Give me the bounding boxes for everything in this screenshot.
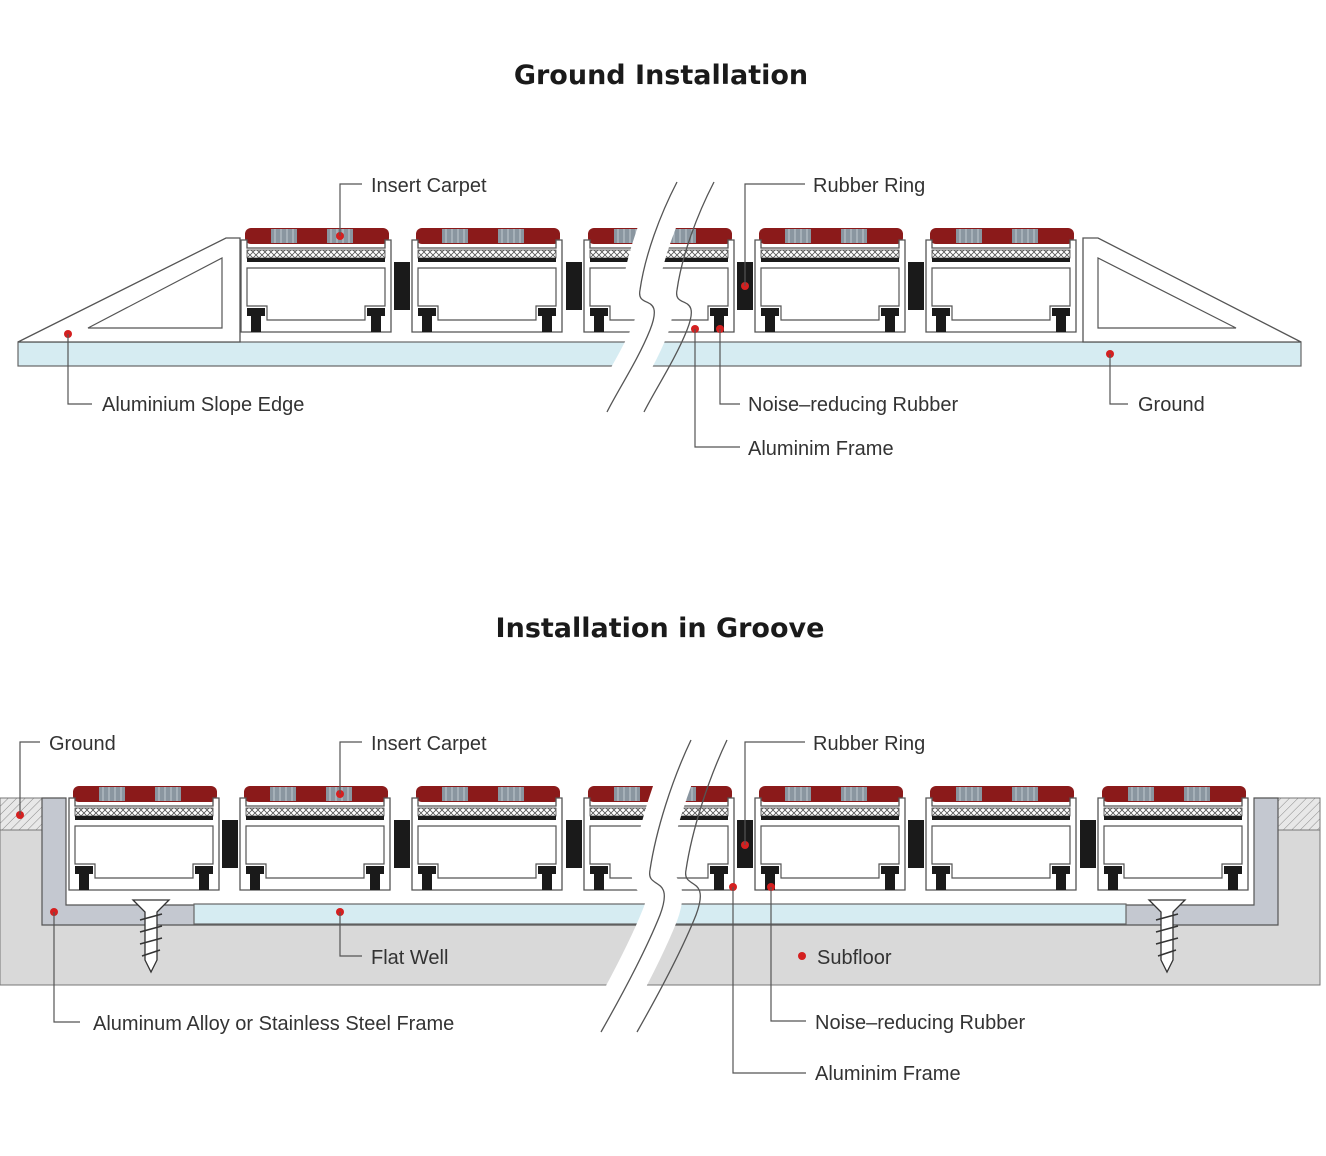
label-frame-2: Aluminim Frame	[815, 1063, 961, 1085]
label-outer-frame: Aluminum Alloy or Stainless Steel Frame	[93, 1013, 454, 1035]
right-slope-edge	[1082, 237, 1302, 343]
label-noise-rubber-2: Noise–reducing Rubber	[815, 1012, 1025, 1034]
label-noise-rubber-1: Noise–reducing Rubber	[748, 394, 958, 416]
outer-steel-frame	[41, 797, 1279, 926]
screw-right	[1147, 899, 1187, 974]
label-subfloor: Subfloor	[817, 947, 892, 969]
label-rubber-ring-1: Rubber Ring	[813, 175, 925, 197]
label-ground-1: Ground	[1138, 394, 1205, 416]
diagram2-title: Installation in Groove	[496, 613, 825, 644]
marker-subfloor	[798, 952, 806, 960]
label-rubber-ring-2: Rubber Ring	[813, 733, 925, 755]
label-ground-2: Ground	[49, 733, 116, 755]
label-slope-edge: Aluminium Slope Edge	[102, 394, 304, 416]
left-slope-edge	[17, 237, 241, 343]
label-insert-carpet-2: Insert Carpet	[371, 733, 487, 755]
rubber-rings-row-2	[222, 820, 1096, 868]
label-flat-well: Flat Well	[371, 947, 448, 969]
rubber-rings-row-1	[394, 262, 924, 310]
label-frame-1: Aluminim Frame	[748, 438, 894, 460]
screw-left	[131, 899, 171, 974]
label-insert-carpet-1: Insert Carpet	[371, 175, 487, 197]
break-mark-1	[590, 173, 715, 421]
ground-hatch-right	[1277, 797, 1321, 831]
break-mark-2	[585, 732, 728, 1041]
diagram1-title: Ground Installation	[514, 60, 808, 91]
